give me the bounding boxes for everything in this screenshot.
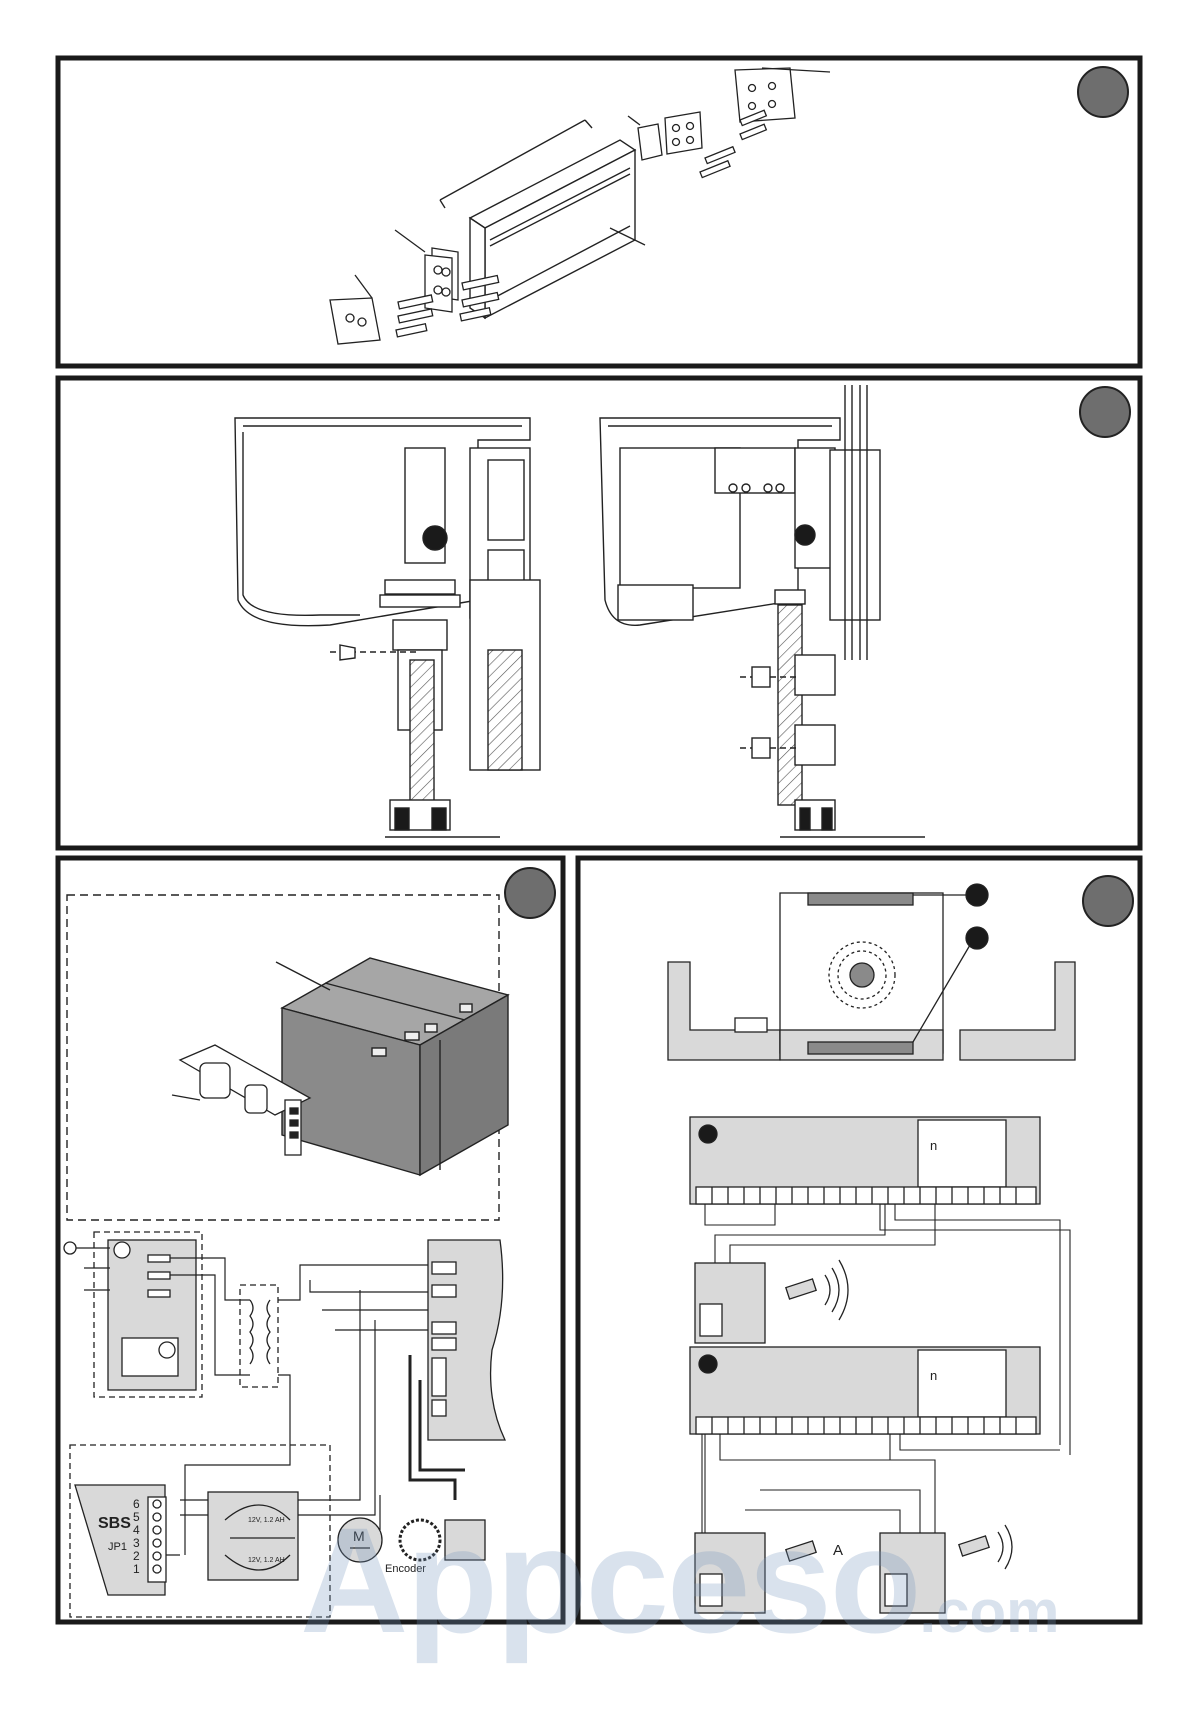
pin-6: 6	[133, 1497, 140, 1511]
section-single-glass	[235, 418, 540, 837]
step-badge	[505, 868, 555, 918]
power-supply-module	[64, 1232, 202, 1397]
sensor-units	[695, 1260, 1012, 1613]
panel-track-assembly	[58, 58, 1140, 366]
panel-frame	[58, 378, 1140, 848]
jumper-label: JP1	[108, 1541, 127, 1553]
step-badge	[1083, 876, 1133, 926]
step-badge	[1080, 387, 1130, 437]
battery-pack-illustration	[276, 958, 508, 1175]
controller-1-display: n	[930, 1138, 937, 1153]
right-end-bracket	[610, 68, 830, 245]
section-double-glass	[600, 385, 925, 837]
controller-2-display: n	[930, 1368, 937, 1383]
pin-5: 5	[133, 1510, 140, 1524]
terminal-pin-numbers: 6 5 4 3 2 1	[133, 1497, 140, 1576]
pin-3: 3	[133, 1536, 140, 1550]
panel-sensor-wiring: n n	[578, 858, 1140, 1622]
panel-cross-sections	[58, 378, 1140, 848]
controller-2	[690, 1347, 1040, 1434]
step-badge	[1078, 67, 1128, 117]
pin-2: 2	[133, 1549, 140, 1563]
terminal-block-name: SBS	[98, 1515, 131, 1532]
encoder-label: Encoder	[385, 1563, 426, 1575]
pin-1: 1	[133, 1562, 140, 1576]
door-plan-view	[668, 884, 1075, 1060]
motor-symbol: M	[353, 1528, 365, 1544]
control-board-edge	[428, 1240, 505, 1440]
controller-1	[690, 1117, 1040, 1204]
panel-battery-wiring: SBS JP1 6 5 4 3 2 1 12V, 1.2 AH 12V, 1.2…	[58, 858, 563, 1622]
battery-2-rating: 12V, 1.2 AH	[248, 1557, 285, 1564]
pin-4: 4	[133, 1523, 140, 1537]
battery-1-rating: 12V, 1.2 AH	[248, 1517, 285, 1524]
sensor-zone-label: A	[833, 1542, 843, 1559]
